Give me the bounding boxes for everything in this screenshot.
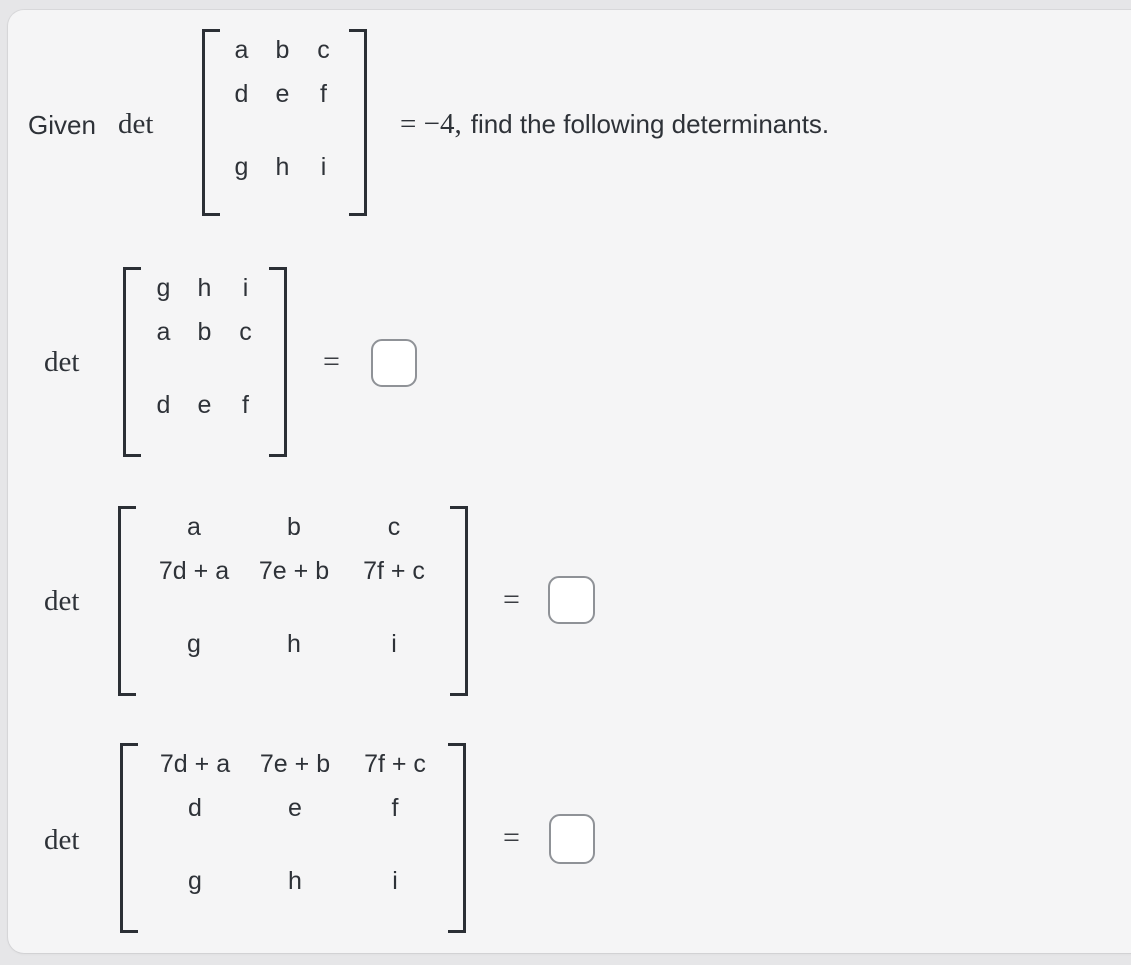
right-bracket [349,29,367,216]
matrix-cell: a [187,513,201,541]
matrix-cell: f [320,80,327,108]
matrix-cell: b [287,513,301,541]
matrix-row: 7d + a 7e + b 7f + c [118,549,468,594]
matrix-cell: e [275,80,290,108]
matrix-cell: 7d + a [158,557,230,585]
matrix-row: g h i [202,146,367,189]
left-bracket [118,506,136,696]
matrix-cell: 7f + c [363,557,425,585]
p2-det-label: det [44,585,80,617]
matrix-row: g h i [123,267,287,310]
p3-det-label: det [44,824,80,856]
given-equation-math: = −4, [400,108,462,140]
given-label: Given [28,110,96,140]
matrix-row: 7d + a 7e + b 7f + c [120,743,466,786]
matrix-cell: h [197,274,212,302]
matrix-cell: e [288,794,302,822]
right-bracket [448,743,466,933]
matrix-spacer [202,117,367,146]
left-bracket [202,29,220,216]
matrix-cell: f [391,794,399,822]
p1-equals: = [323,345,340,378]
matrix-cell: i [391,630,397,658]
right-bracket [269,267,287,457]
matrix-row: g h i [120,860,466,903]
matrix-spacer [120,831,466,860]
matrix-cell: b [275,36,290,64]
matrix-row: a b c [123,310,287,355]
matrix-cell: b [197,318,212,346]
matrix-cell: d [188,794,202,822]
matrix-cell: c [239,318,252,346]
matrix-cell: 7d + a [159,750,231,778]
matrix-cell: h [288,867,302,895]
matrix-row: d e f [123,384,287,427]
p2-matrix: a b c 7d + a 7e + b 7f + c g h i [118,506,468,696]
given-equation: = −4, find the following determinants. [400,105,829,148]
right-bracket [450,506,468,696]
matrix-cell: i [242,274,249,302]
left-bracket [120,743,138,933]
given-matrix: a b c d e f g h i [202,29,367,216]
matrix-cell: c [387,513,401,541]
matrix-row: g h i [118,623,468,666]
matrix-cell: i [320,153,327,181]
matrix-cell: 7f + c [364,750,426,778]
matrix-row: a b c [202,29,367,72]
p1-det-label: det [44,346,80,378]
matrix-cell: a [156,318,171,346]
matrix-spacer [118,594,468,623]
p1-matrix: g h i a b c d e f [123,267,287,457]
matrix-row: d e f [120,786,466,831]
p3-matrix: 7d + a 7e + b 7f + c d e f g h i [120,743,466,933]
matrix-cell: i [392,867,398,895]
p2-equals: = [503,583,520,616]
matrix-cell: h [287,630,301,658]
matrix-cell: h [275,153,290,181]
matrix-cell: c [317,36,330,64]
matrix-cell: d [234,80,249,108]
left-bracket [123,267,141,457]
matrix-cell: g [156,274,171,302]
matrix-cell: f [242,391,249,419]
given-equation-text: find the following determinants. [470,109,830,139]
matrix-cell: d [156,391,171,419]
matrix-cell: 7e + b [259,750,331,778]
matrix-row: d e f [202,72,367,117]
p2-answer-input[interactable] [548,576,595,624]
matrix-cell: 7e + b [258,557,330,585]
matrix-spacer [123,355,287,384]
given-det-label: det [118,108,154,140]
matrix-cell: g [187,630,201,658]
p3-answer-input[interactable] [549,814,595,864]
matrix-cell: g [188,867,202,895]
p1-answer-input[interactable] [371,339,417,387]
question-card [8,10,1131,953]
p3-equals: = [503,821,520,854]
matrix-cell: e [197,391,212,419]
matrix-cell: g [234,153,249,181]
matrix-cell: a [234,36,249,64]
matrix-row: a b c [118,506,468,549]
